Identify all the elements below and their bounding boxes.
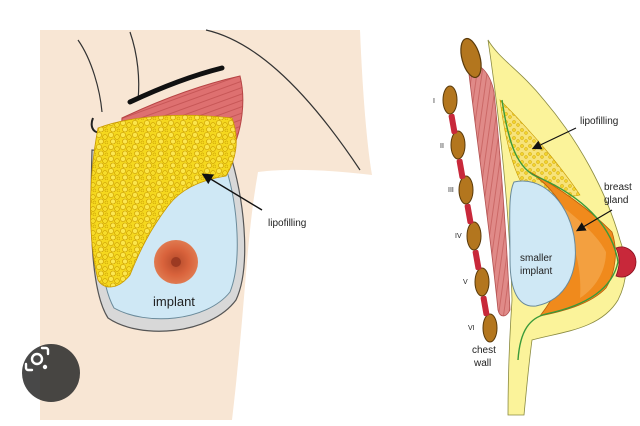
left-nipple-center bbox=[171, 257, 181, 267]
rib-numerals: I II III IV V VI bbox=[433, 98, 475, 332]
right-gland-arrow bbox=[575, 209, 613, 232]
smaller-implant-label-1: smaller bbox=[520, 253, 553, 264]
cartilage-1 bbox=[448, 113, 458, 135]
google-lens-icon bbox=[24, 346, 50, 372]
rib-5 bbox=[474, 267, 490, 297]
cartilage-3 bbox=[464, 203, 474, 225]
left-figure: implant lipofilling bbox=[40, 29, 372, 420]
right-rib-cage bbox=[442, 85, 498, 343]
rib-6 bbox=[482, 313, 498, 343]
left-pectoral-line bbox=[127, 65, 225, 105]
right-lipofilling-label: lipofilling bbox=[580, 116, 618, 127]
rib-numeral-1: I bbox=[433, 98, 435, 105]
right-lipofilling-arrow bbox=[531, 127, 577, 150]
rib-numeral-4: IV bbox=[455, 233, 462, 240]
rib-numeral-3: III bbox=[448, 187, 454, 194]
breast-gland-label-2: gland bbox=[604, 195, 628, 206]
left-lipofilling-label: lipofilling bbox=[268, 218, 306, 229]
breast-gland-label-1: breast bbox=[604, 182, 632, 193]
chest-wall-label-2: wall bbox=[473, 358, 491, 369]
lens-search-button[interactable] bbox=[22, 344, 80, 402]
cartilage-4 bbox=[472, 249, 482, 271]
right-fascia-line bbox=[501, 99, 619, 361]
rib-numeral-5: V bbox=[463, 279, 468, 286]
left-crease-2 bbox=[129, 31, 140, 101]
cartilage-2 bbox=[456, 158, 466, 180]
right-nipple bbox=[615, 246, 637, 278]
rib-1 bbox=[442, 85, 458, 115]
chest-wall-label-1: chest bbox=[472, 345, 496, 356]
rib-numeral-2: II bbox=[440, 143, 444, 150]
right-gland-inner bbox=[548, 196, 606, 298]
rib-3 bbox=[458, 175, 474, 205]
cartilage-5 bbox=[480, 295, 490, 317]
left-arm-outline bbox=[205, 29, 361, 171]
right-pectoral-muscle bbox=[467, 64, 511, 317]
left-crease-1 bbox=[77, 39, 103, 113]
right-clavicle bbox=[460, 37, 482, 79]
right-smaller-implant bbox=[509, 180, 576, 307]
left-implant-label: implant bbox=[153, 294, 195, 309]
rib-2 bbox=[450, 130, 466, 160]
rib-numeral-6: VI bbox=[468, 325, 475, 332]
right-figure: I II III IV V VI lipofilling breast glan… bbox=[433, 37, 637, 416]
rib-4 bbox=[466, 221, 482, 251]
smaller-implant-label-2: implant bbox=[520, 266, 552, 277]
left-lipofilling-arrow bbox=[201, 173, 263, 211]
left-lipofilling-fat bbox=[90, 114, 237, 288]
